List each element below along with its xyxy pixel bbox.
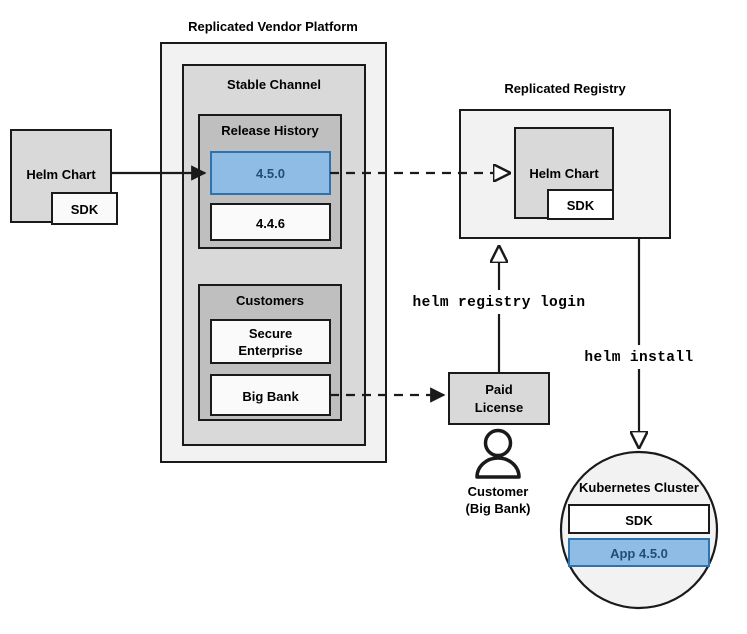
person-body-icon xyxy=(475,456,521,479)
cluster-sdk-box xyxy=(568,504,710,534)
source-helm-chart-label: Helm Chart xyxy=(26,167,96,182)
vendor-platform-title: Replicated Vendor Platform xyxy=(188,19,358,34)
release-446-label: 4.4.6 xyxy=(256,216,285,231)
release-450-label: 4.5.0 xyxy=(256,166,285,181)
customer-secure-enterprise-box[interactable] xyxy=(210,319,331,364)
registry-title: Replicated Registry xyxy=(504,81,626,96)
paid-license-box xyxy=(448,372,550,425)
install-label-backdrop xyxy=(570,345,710,369)
customer-big-bank-box[interactable] xyxy=(210,374,331,416)
paid-license-group: Paid License xyxy=(448,372,550,425)
stable-channel-title: Stable Channel xyxy=(227,77,321,92)
kubernetes-cluster-title: Kubernetes Cluster xyxy=(579,480,699,495)
release-446-box[interactable] xyxy=(210,203,331,241)
source-sdk-box xyxy=(51,192,118,225)
registry-sdk-box xyxy=(547,189,614,220)
vendor-platform-group: Stable Channel Release History 4.5.0 4.4… xyxy=(160,42,387,463)
registry-group: Helm Chart SDK xyxy=(459,109,671,239)
login-label-backdrop xyxy=(400,290,600,314)
customer-actor-group: Customer (Big Bank) xyxy=(466,428,531,516)
registry-sdk-label: SDK xyxy=(567,198,595,213)
helm-install-label-top: helm install xyxy=(584,350,693,366)
cluster-app-box xyxy=(568,538,710,567)
cluster-sdk-label: SDK xyxy=(625,513,653,528)
source-sdk-label: SDK xyxy=(71,202,99,217)
paid-license-line2: License xyxy=(475,400,523,415)
customers-title: Customers xyxy=(236,293,304,308)
kubernetes-cluster-group: Kubernetes Cluster SDK App 4.5.0 xyxy=(559,450,719,610)
registry-helm-chart-label: Helm Chart xyxy=(529,166,599,181)
customer-big-bank-label: Big Bank xyxy=(242,389,299,404)
customer-secure-enterprise-line1: Secure xyxy=(249,326,292,341)
customer-actor-line2: (Big Bank) xyxy=(466,501,531,516)
helm-registry-login-label-top: helm registry login xyxy=(413,295,586,311)
person-head-icon xyxy=(483,428,513,458)
release-450-box[interactable] xyxy=(210,151,331,195)
cluster-app-label: App 4.5.0 xyxy=(610,546,668,561)
customer-actor-line1: Customer xyxy=(468,484,529,499)
release-history-title: Release History xyxy=(221,123,319,138)
source-helm-chart-group: Helm Chart SDK xyxy=(10,129,118,225)
paid-license-line1: Paid xyxy=(485,382,513,397)
customer-secure-enterprise-line2: Enterprise xyxy=(238,343,302,358)
